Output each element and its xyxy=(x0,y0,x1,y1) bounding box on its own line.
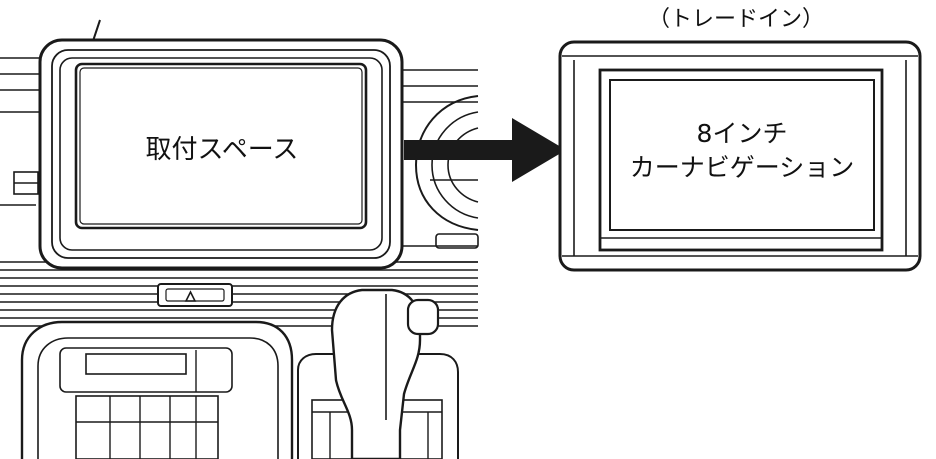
side-vent xyxy=(13,171,39,195)
navi-label-line1: 8インチ xyxy=(697,119,788,148)
install-panel xyxy=(38,38,404,270)
install-space-frame xyxy=(74,62,368,230)
navi-unit xyxy=(558,40,922,272)
dash-lines-left xyxy=(0,57,42,206)
shift-lever xyxy=(330,288,422,459)
navi-screen-outer xyxy=(598,68,884,252)
hazard-triangle-icon xyxy=(184,290,197,302)
navi-screen xyxy=(609,79,875,231)
right-arrow-icon xyxy=(404,118,566,182)
shift-button xyxy=(406,298,440,336)
shift-area xyxy=(297,288,459,459)
dashboard-illustration xyxy=(0,19,479,459)
trade-in-label: （トレードイン） xyxy=(648,7,824,32)
hazard-button xyxy=(157,283,233,307)
round-air-vent xyxy=(414,95,479,249)
install-space-label: 取付スペース xyxy=(146,135,299,165)
lower-console xyxy=(20,320,294,459)
navi-label-line2: カーナビゲーション xyxy=(630,153,855,182)
